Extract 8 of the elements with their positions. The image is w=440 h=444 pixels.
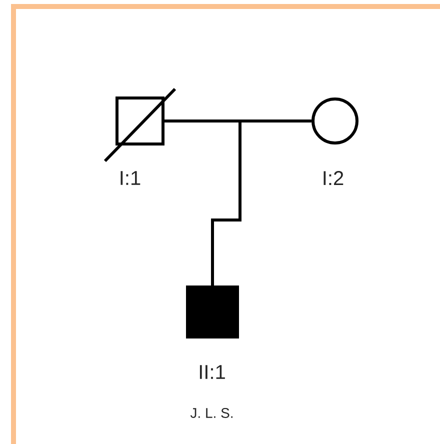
descent-line	[211, 120, 312, 286]
individual-id: I:1	[120, 171, 140, 185]
initials-label: J. L. S.	[190, 408, 232, 418]
pedigree-square	[186, 286, 239, 338]
pedigree-circle	[312, 98, 358, 144]
individual-id: I:2	[324, 171, 344, 185]
individual-id: II:1	[200, 365, 225, 379]
deceased-pedigree-square	[104, 88, 176, 162]
